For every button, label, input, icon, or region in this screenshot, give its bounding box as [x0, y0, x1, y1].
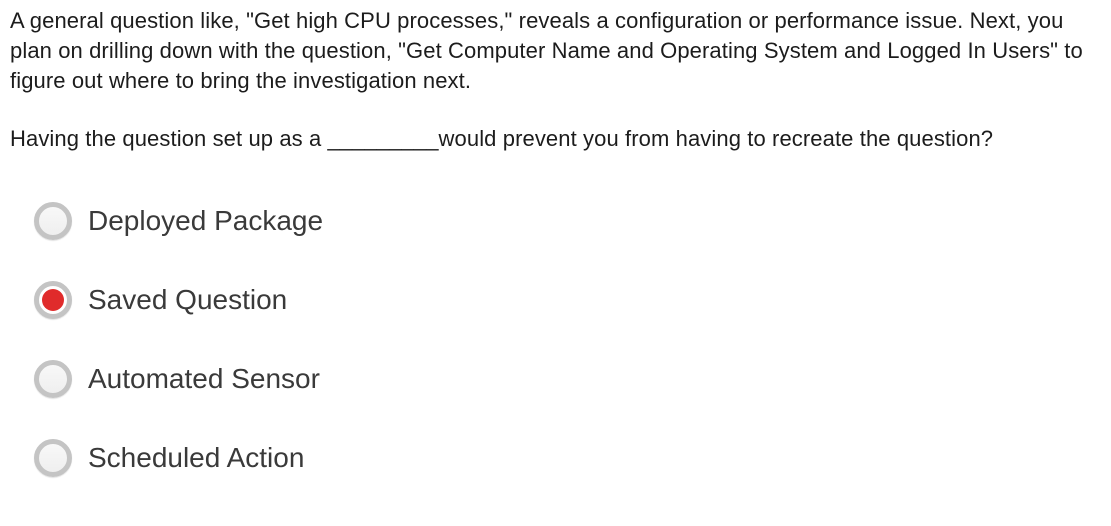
radio-selected-dot-icon — [42, 289, 64, 311]
radio-button-icon[interactable] — [34, 439, 72, 477]
radio-option-automated-sensor[interactable]: Automated Sensor — [34, 360, 320, 398]
radio-option-saved-question[interactable]: Saved Question — [34, 281, 287, 319]
answer-options-list: Deployed Package Saved Question Automate… — [34, 202, 1111, 477]
question-context-text: A general question like, "Get high CPU p… — [10, 8, 1083, 93]
radio-button-icon[interactable] — [34, 202, 72, 240]
radio-option-scheduled-action[interactable]: Scheduled Action — [34, 439, 304, 477]
radio-button-icon[interactable] — [34, 360, 72, 398]
radio-option-label: Automated Sensor — [88, 363, 320, 394]
radio-option-label: Saved Question — [88, 284, 288, 315]
radio-button-icon[interactable] — [34, 281, 72, 319]
radio-option-label: Deployed Package — [88, 205, 324, 236]
radio-option-deployed-package[interactable]: Deployed Package — [34, 202, 323, 240]
question-prompt-text: Having the question set up as a ________… — [10, 126, 994, 151]
quiz-question-page: A general question like, "Get high CPU p… — [10, 8, 1111, 477]
radio-option-label: Scheduled Action — [88, 442, 305, 473]
